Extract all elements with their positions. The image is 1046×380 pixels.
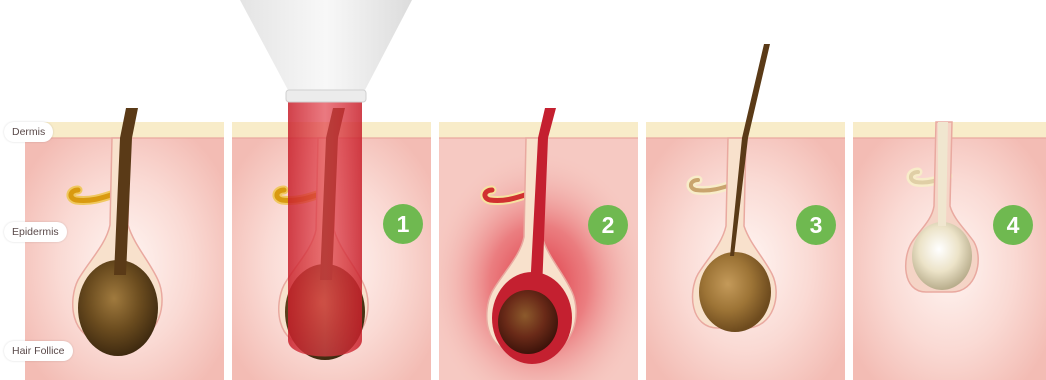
panel-5 (853, 122, 1046, 380)
epidermis-label: Epidermis (4, 222, 67, 242)
laser-beam (288, 100, 362, 357)
hair-bulb (912, 222, 972, 290)
step-4-badge: 4 (993, 205, 1033, 245)
dermis-label: Dermis (4, 122, 53, 142)
skin-surface (439, 122, 638, 138)
step-2-badge: 2 (588, 205, 628, 245)
hair-follicle-label: Hair Follice (4, 341, 73, 361)
hair-bulb (699, 252, 771, 332)
laser-device (240, 0, 412, 90)
panel-2 (232, 0, 431, 380)
hair-bulb (498, 290, 558, 354)
step-1-badge: 1 (383, 204, 423, 244)
panel-1 (25, 108, 224, 380)
laser-nozzle (286, 90, 366, 102)
step-3-badge: 3 (796, 205, 836, 245)
